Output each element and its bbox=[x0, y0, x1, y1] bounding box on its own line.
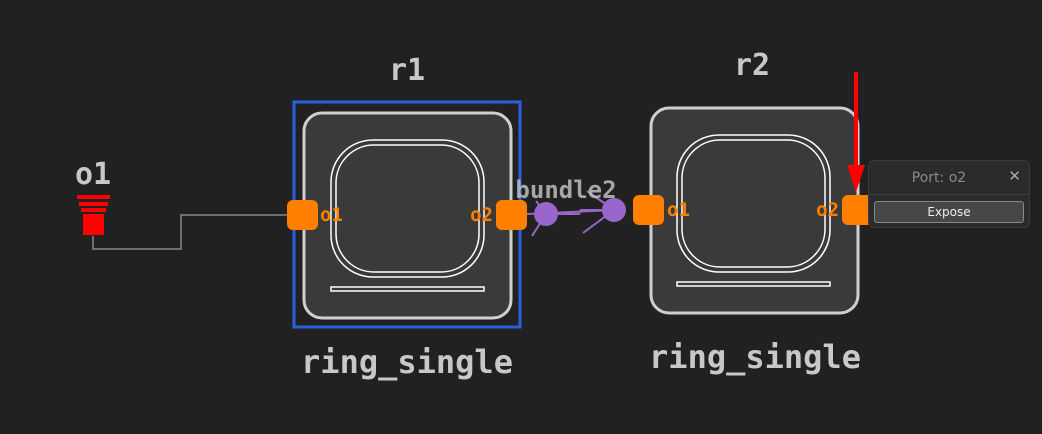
arrow-annotation-icon bbox=[847, 72, 865, 192]
ring-icon bbox=[676, 134, 831, 287]
component-r1[interactable]: r1 o1 o2 ring_single bbox=[287, 53, 527, 381]
port-label: o1 bbox=[667, 199, 690, 221]
wire-o1-r1 bbox=[92, 214, 290, 250]
port-o1[interactable] bbox=[287, 200, 318, 230]
port-o1[interactable] bbox=[633, 195, 664, 225]
port-label: o2 bbox=[470, 204, 493, 226]
component-type: ring_single bbox=[649, 338, 861, 376]
ring-icon bbox=[330, 139, 485, 292]
popup-title: Port: o2 bbox=[911, 170, 967, 186]
popup-divider bbox=[869, 194, 1029, 195]
bundle-bundle2[interactable]: bundle2 bbox=[515, 176, 626, 237]
external-port-o1[interactable]: o1 bbox=[75, 157, 111, 235]
port-popup: Port: o2 ✕ Expose bbox=[868, 160, 1030, 228]
external-port-label: o1 bbox=[75, 157, 111, 192]
port-label: o2 bbox=[816, 199, 839, 221]
port-label: o1 bbox=[320, 204, 343, 226]
component-name: r1 bbox=[389, 53, 425, 88]
bundle-node[interactable] bbox=[602, 198, 626, 222]
component-type: ring_single bbox=[301, 343, 513, 381]
bundle-node[interactable] bbox=[534, 202, 558, 226]
component-r2[interactable]: r2 o1 o2 ring_single bbox=[633, 48, 873, 376]
expose-button[interactable]: Expose bbox=[874, 201, 1024, 223]
bundle-label: bundle2 bbox=[515, 176, 616, 204]
port-pin-icon bbox=[77, 195, 110, 235]
component-name: r2 bbox=[734, 48, 770, 83]
close-icon[interactable]: ✕ bbox=[1008, 167, 1021, 185]
port-o2[interactable] bbox=[496, 200, 527, 230]
port-o2[interactable] bbox=[842, 195, 873, 225]
